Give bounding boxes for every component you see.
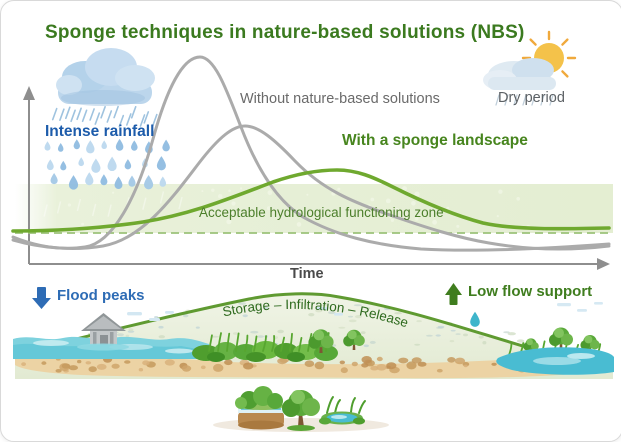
rain-cloud-icon [44,48,170,190]
intense-rainfall-label: Intense rainfall [45,123,155,140]
low-flow-label: Low flow support [468,283,593,300]
curve-with-sponge [11,168,611,233]
zone-label: Acceptable hydrological functioning zone [199,205,444,220]
pond [470,302,614,375]
water-drop-icon [470,311,480,327]
distant-cloud-dashes-left [127,307,343,321]
vegetation-band [192,327,602,362]
soil-layer [15,353,613,379]
arrow-down-icon [32,287,51,309]
sun-behind-cloud-icon [483,30,577,106]
page-title: Sponge techniques in nature-based soluti… [45,22,525,43]
x-axis-label: Time [290,266,324,282]
soil-profile-icon [235,386,284,430]
flood-peaks-label: Flood peaks [57,287,145,304]
tree-icon [282,390,320,431]
axes [23,86,610,270]
hydrograph-curves [11,55,611,252]
sponge-landscape-label: With a sponge landscape [342,132,528,149]
bottom-icons [213,386,389,432]
dry-period-label: Dry period [498,90,565,106]
y-axis-arrow-icon [23,86,35,100]
distant-cloud-dashes-right [557,302,603,312]
curve-without-nbs-flashy [11,55,611,252]
without-nbs-label: Without nature-based solutions [240,91,440,107]
flooded-house-icon [77,313,129,351]
curve-without-nbs-secondary [11,124,611,251]
arrow-up-icon [445,283,462,305]
x-axis-arrow-icon [597,258,610,270]
wetland-basin-icon [319,396,366,425]
